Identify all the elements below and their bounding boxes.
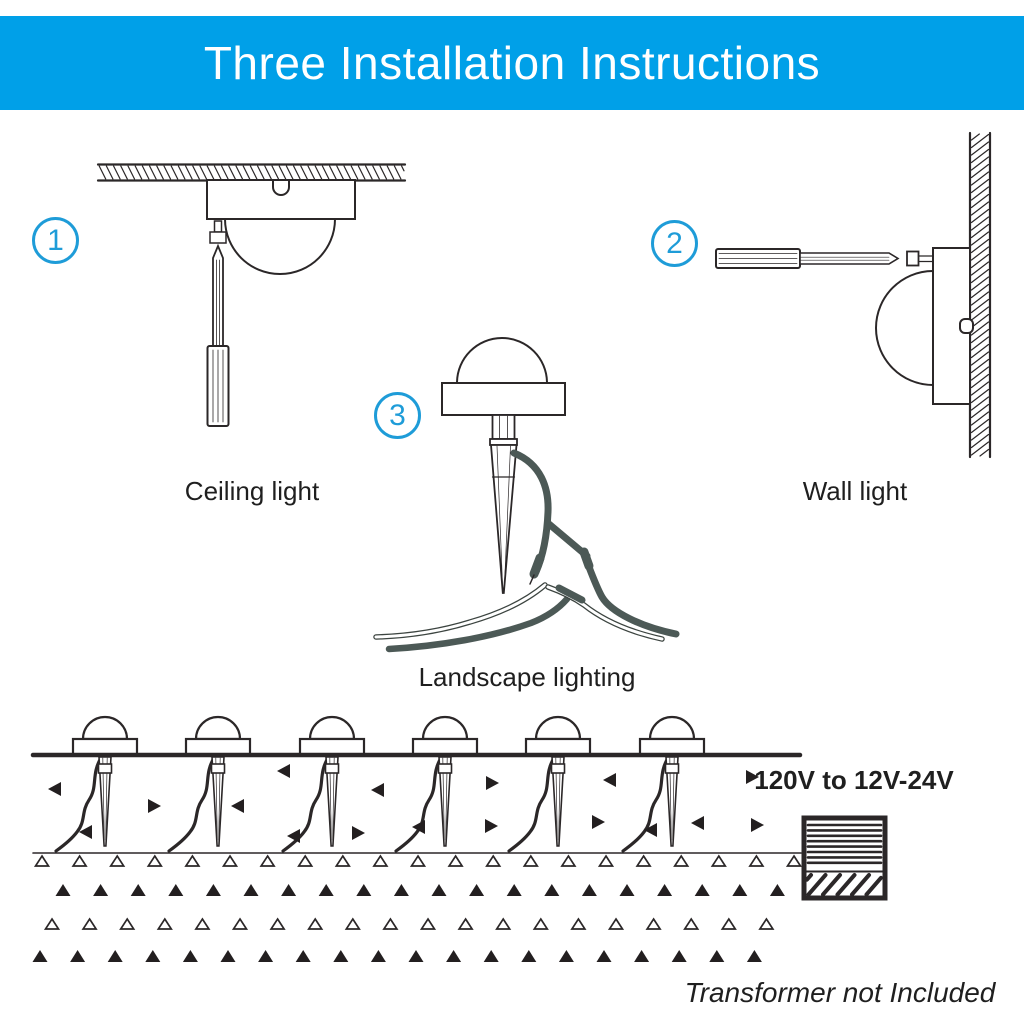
title-banner: Three Installation Instructions (0, 16, 1024, 110)
transformer-disclaimer: Transformer not Included (684, 977, 996, 1008)
spike-light (281, 715, 366, 853)
ceiling-hatch (98, 165, 405, 180)
ceiling-light-drawing (96, 163, 407, 427)
spike-light (54, 715, 139, 853)
wall-light-label: Wall light (802, 476, 908, 506)
landscape-light-drawing (373, 336, 680, 653)
screw (209, 220, 227, 244)
ceiling-light-label: Ceiling light (184, 476, 320, 506)
wall-light-drawing (715, 131, 992, 459)
screw (906, 250, 934, 267)
wall-hatch (970, 133, 990, 457)
step-2-badge: 2 (651, 220, 698, 267)
step-3-badge: 3 (374, 392, 421, 439)
landscape-spike (490, 444, 518, 594)
transformer-hatch (805, 873, 883, 897)
spike-lights-row (54, 715, 706, 853)
transformer-box (801, 815, 888, 901)
landscape-base (441, 382, 566, 416)
spike-light (507, 715, 592, 853)
landscape-dome (456, 336, 548, 384)
wall-dome (874, 270, 934, 386)
voltage-label: 120V to 12V-24V (754, 765, 954, 795)
landscape-lighting-label: Landscape lighting (418, 662, 636, 692)
screwdriver-horizontal (715, 248, 900, 269)
ground-cross-section (30, 715, 803, 962)
spike-light (394, 715, 479, 853)
transformer-drawing (801, 815, 888, 901)
step-2-number: 2 (666, 226, 683, 260)
screwdriver-vertical (206, 243, 230, 427)
mount-notch (959, 318, 974, 334)
step-1-number: 1 (47, 223, 64, 257)
ceiling-dome (224, 218, 336, 276)
soil-texture (32, 764, 803, 962)
step-3-number: 3 (389, 398, 406, 432)
transformer-vents (806, 823, 883, 865)
step-1-badge: 1 (32, 217, 79, 264)
landscape-cables (373, 449, 680, 653)
spike-light (167, 715, 252, 853)
page-title: Three Installation Instructions (203, 37, 821, 89)
spike-light (621, 715, 706, 853)
mount-notch (272, 181, 290, 196)
